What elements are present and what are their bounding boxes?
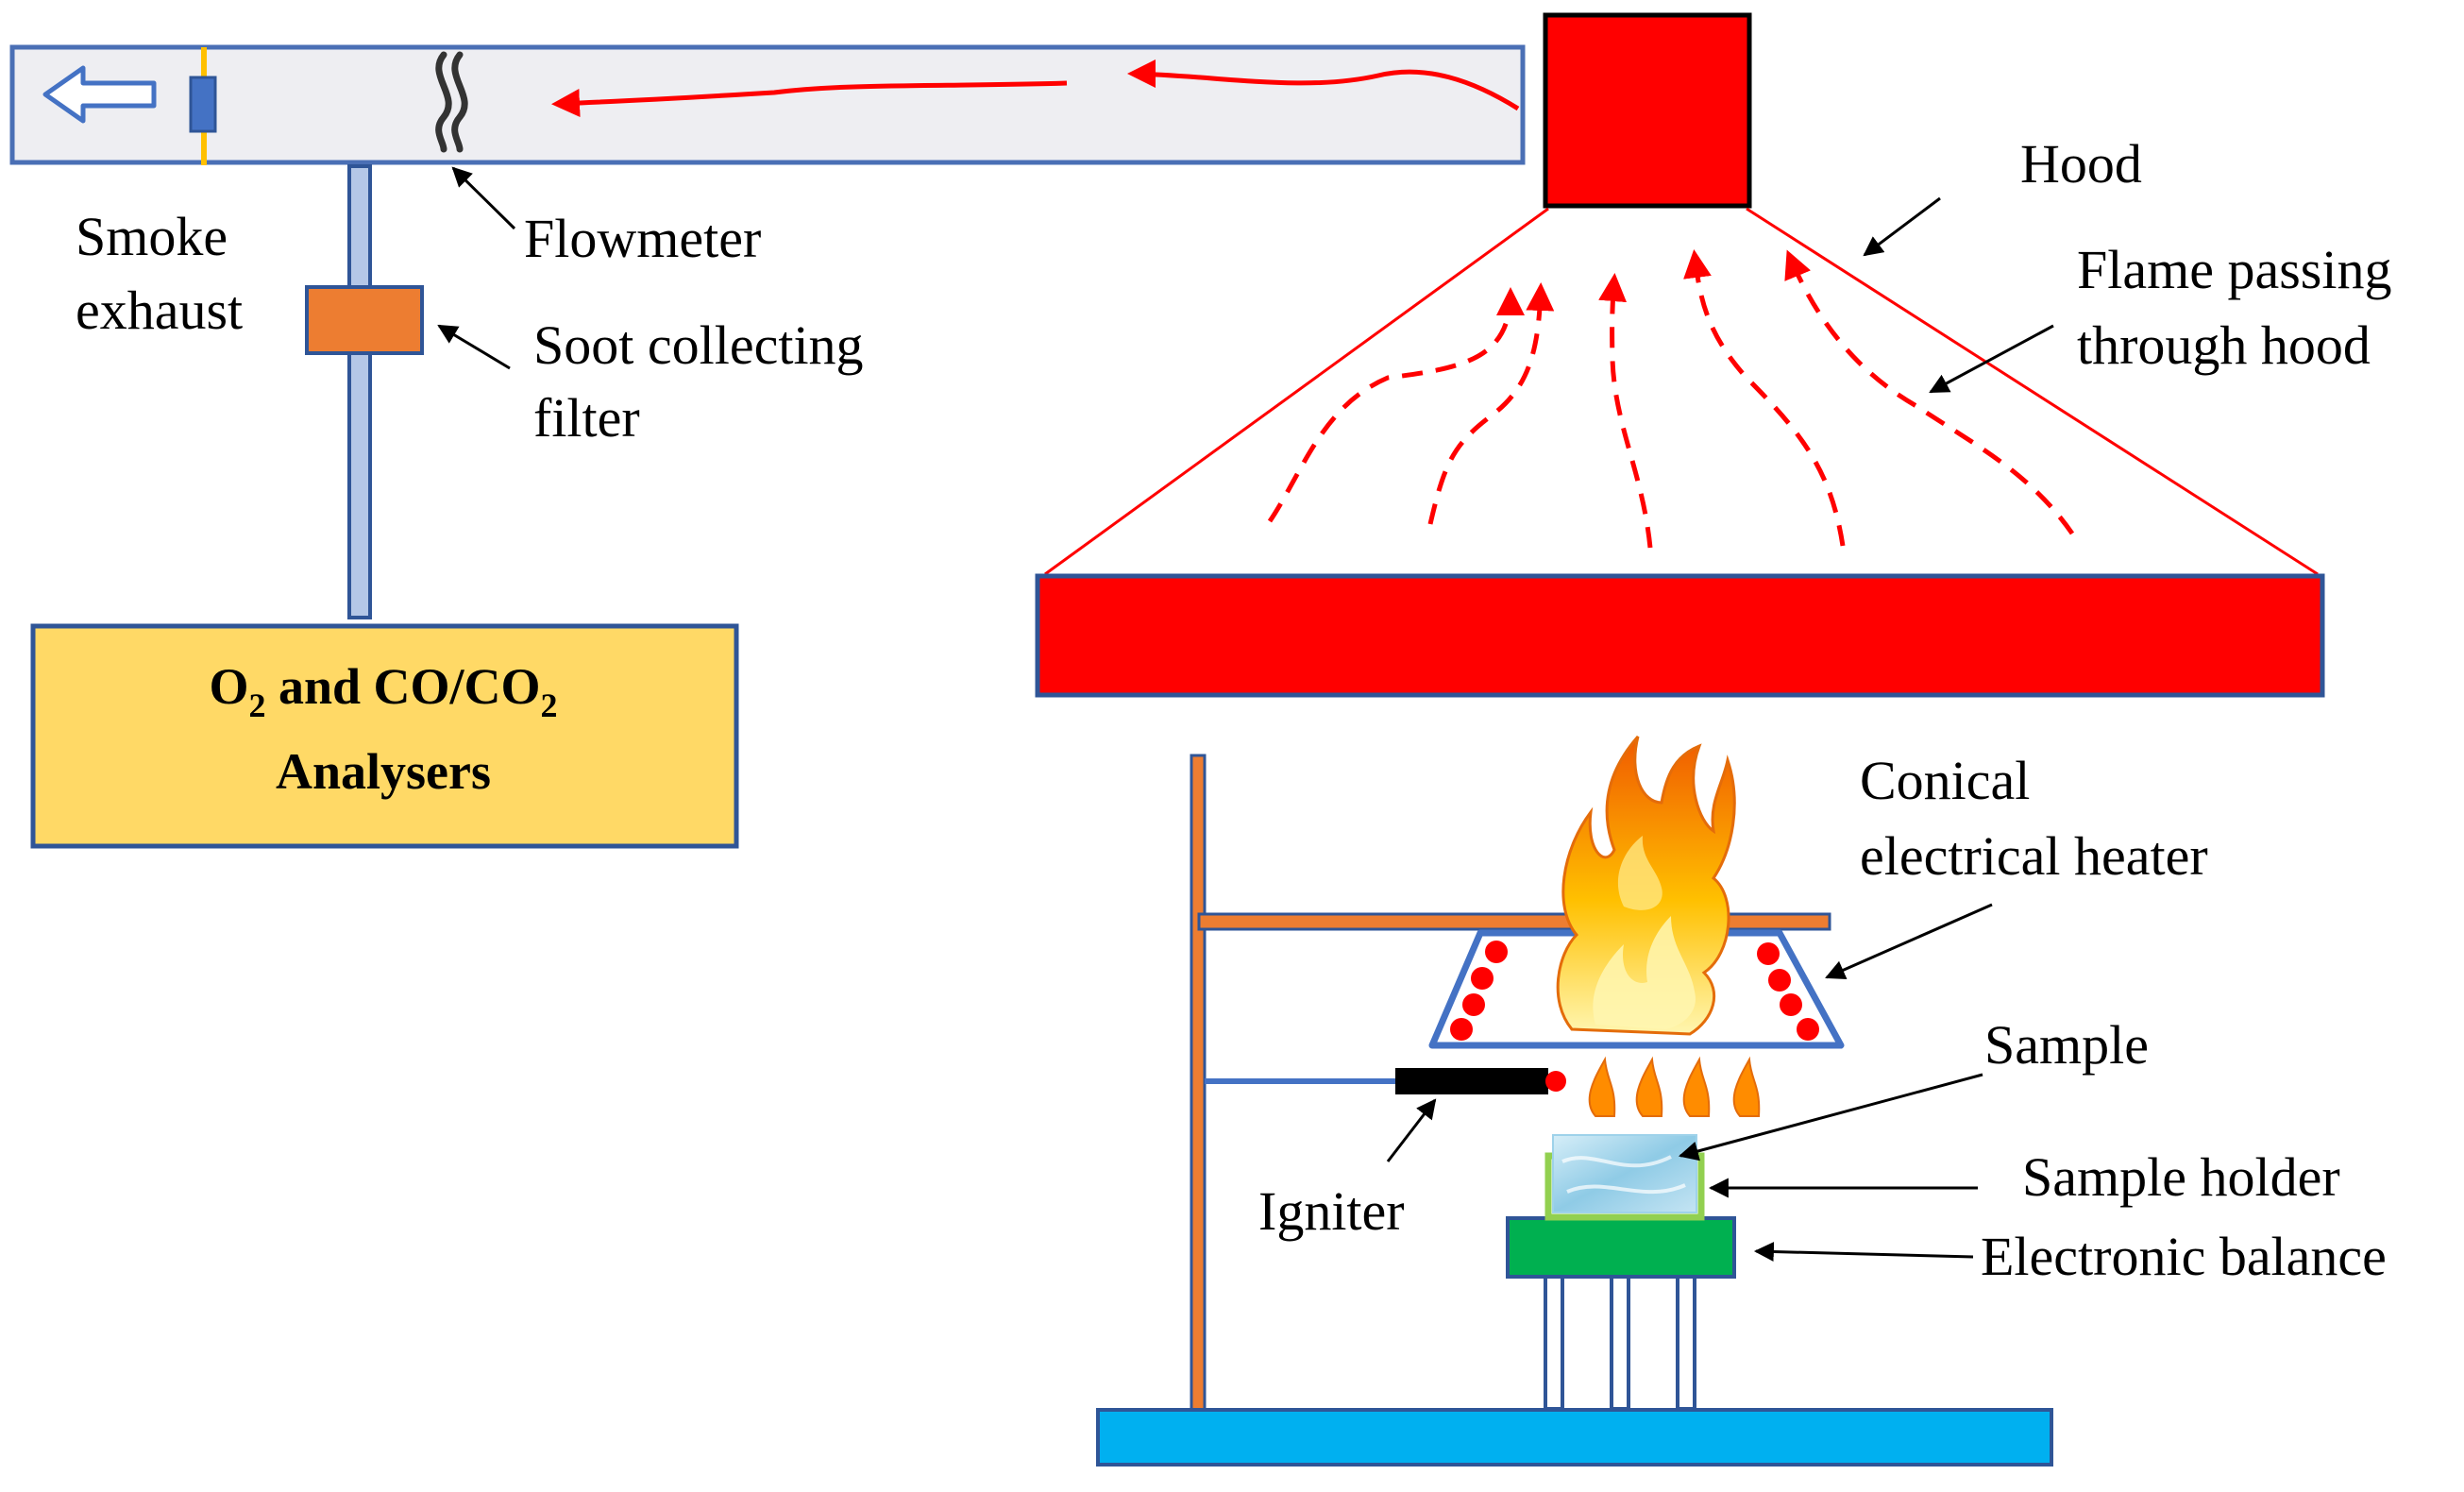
label-balance: Electronic balance [1981,1226,2387,1287]
label-smoke-line2: exhaust [76,280,243,341]
sample [1552,1134,1697,1213]
sampling-pipe [347,164,372,619]
label-igniter: Igniter [1258,1180,1405,1242]
analyser-title: O2 and CO/CO2 [209,658,557,724]
label-heater-line1: Conical [1860,750,2030,811]
fire-icon [1556,736,1736,1036]
analyser-line2: Analysers [276,743,491,800]
smoke-wave-icon [435,51,468,153]
label-flame-line1: Flame passing [2077,239,2391,300]
analyser-and: and CO/CO [265,658,540,715]
heater-coils [1450,941,1819,1041]
hood-cone-lines [1044,207,2319,576]
duct-orifice [189,47,217,165]
gas-flow-arrow [551,59,1520,118]
left-arrow-icon [42,65,157,124]
label-sample: Sample [1984,1014,2149,1076]
label-flame-line2: through hood [2077,314,2371,376]
base-plate [1096,1408,2053,1467]
label-sample-holder: Sample holder [2022,1146,2340,1208]
balance-legs [1544,1275,1696,1411]
label-smoke-line1: Smoke [76,206,228,267]
analyser-sub-2: 2 [541,687,558,724]
electronic-balance [1506,1216,1736,1279]
analyser-sub-1: 2 [248,687,265,724]
soot-filter [305,285,424,355]
hood-top-block [1543,12,1752,209]
igniter [1395,1068,1566,1094]
label-filter-line2: filter [533,387,640,449]
flame-paths [1267,249,2075,549]
leader-arrows [437,166,2054,1262]
analyser-o: O [209,658,248,715]
label-hood: Hood [2020,133,2142,195]
small-flames [1588,1056,1761,1117]
label-heater-line2: electrical heater [1860,825,2208,887]
hood-base-block [1035,573,2325,698]
label-filter-line1: Soot collecting [533,314,864,376]
exhaust-duct [9,44,1526,165]
label-flowmeter: Flowmeter [524,208,761,269]
analyser-box [30,623,739,849]
